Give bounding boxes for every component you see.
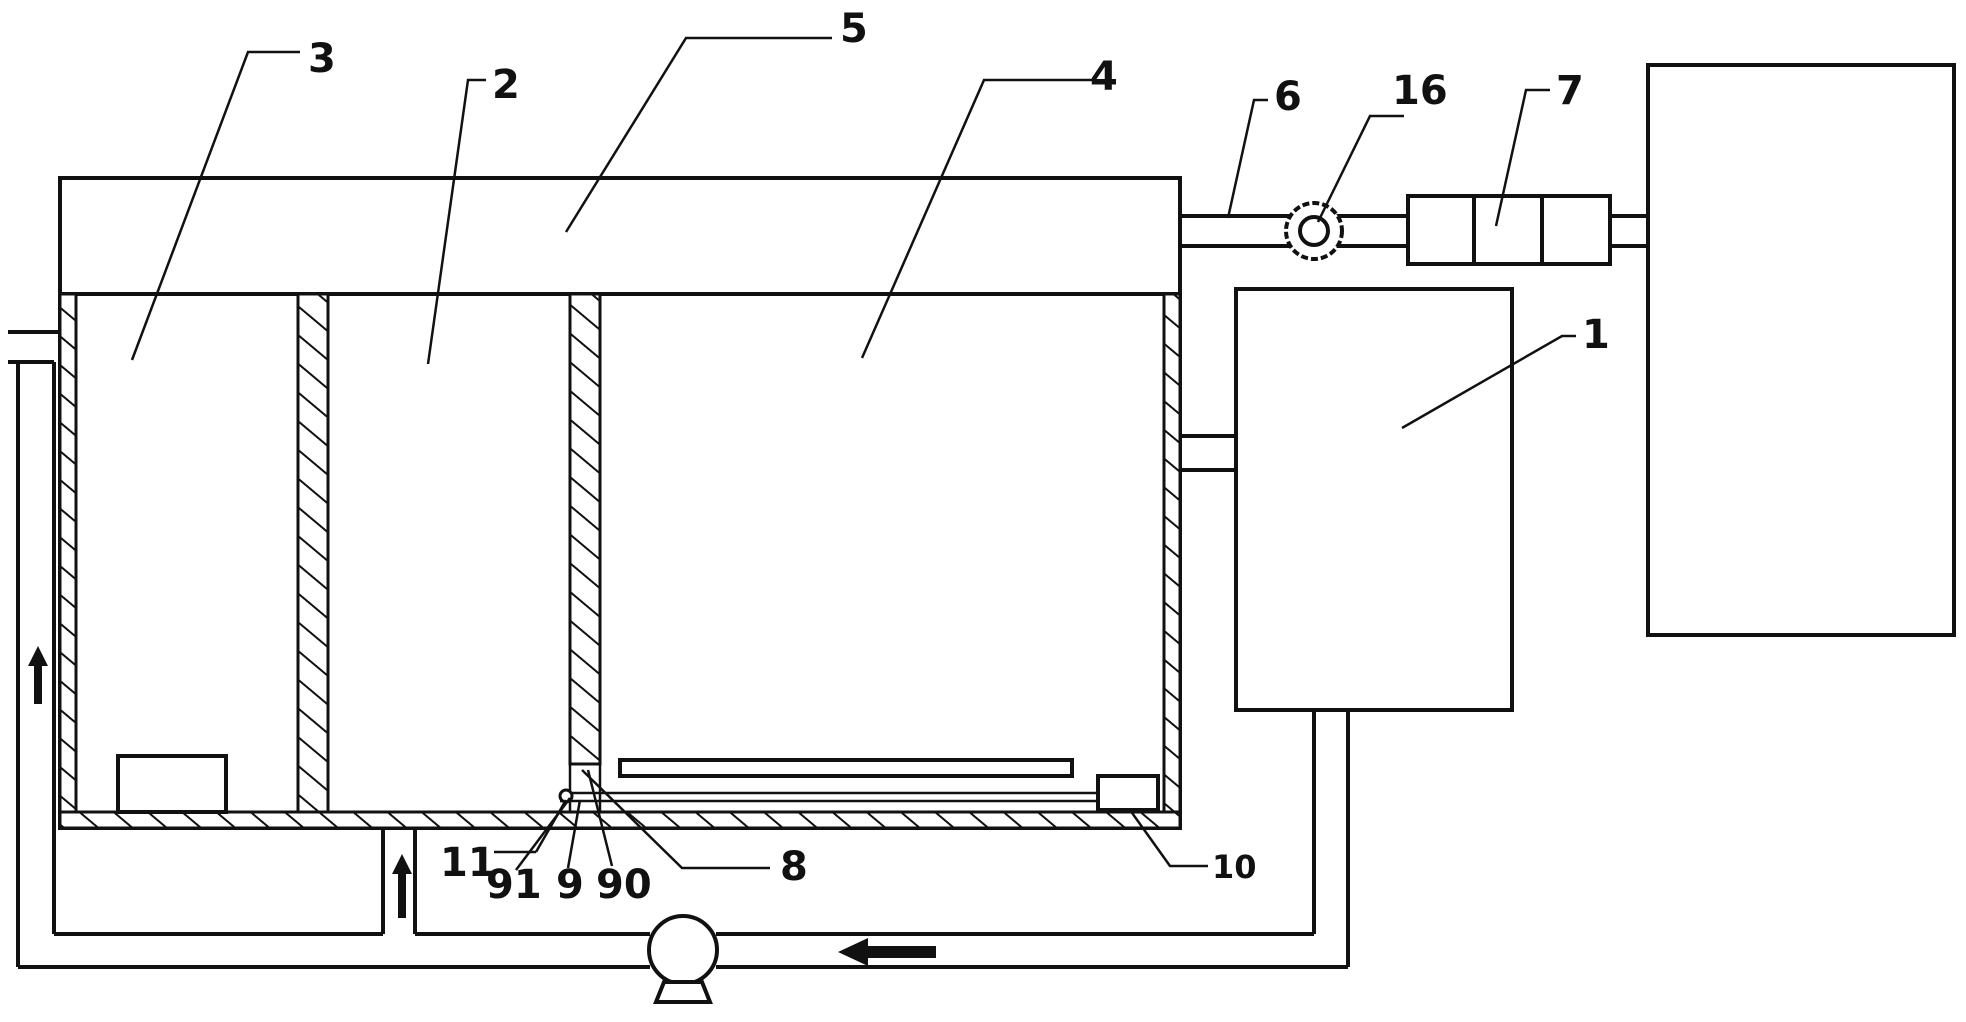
valve-16: [1284, 201, 1344, 261]
label-10: 10: [1212, 848, 1257, 886]
label-7: 7: [1556, 68, 1584, 114]
partition-2-4: [568, 292, 602, 766]
large-box: [1646, 63, 1956, 637]
partition-3-2: [296, 292, 330, 814]
pump: [647, 914, 719, 986]
tank-outline: [58, 292, 1182, 830]
label-4: 4: [1090, 54, 1118, 100]
left-wall: [58, 292, 78, 814]
pump-base: [653, 980, 713, 1004]
label-2: 2: [492, 62, 520, 108]
plate: [618, 758, 1074, 778]
label-5: 5: [840, 6, 868, 52]
box-1: [1234, 287, 1514, 712]
label-11: 11: [440, 840, 496, 886]
label-1: 1: [1582, 312, 1610, 358]
label-8: 8: [780, 844, 808, 890]
bottom-wall: [58, 810, 1182, 830]
label-6: 6: [1274, 74, 1302, 120]
label-3: 3: [308, 36, 336, 82]
leader-lines: [130, 36, 1576, 871]
label-91: 91: [486, 862, 542, 908]
flow-arrow-left: [838, 938, 936, 966]
right-wall: [1162, 292, 1182, 814]
flow-arrow-left-up: [28, 646, 48, 704]
flow-arrow-middle-up: [392, 854, 412, 918]
label-9: 9: [556, 862, 584, 908]
top-cover: [58, 176, 1182, 296]
label-90: 90: [596, 862, 652, 908]
chamber3-device: [116, 754, 228, 814]
filter-7: [1406, 194, 1612, 266]
label-16: 16: [1392, 68, 1448, 114]
device-10: [1096, 774, 1160, 812]
